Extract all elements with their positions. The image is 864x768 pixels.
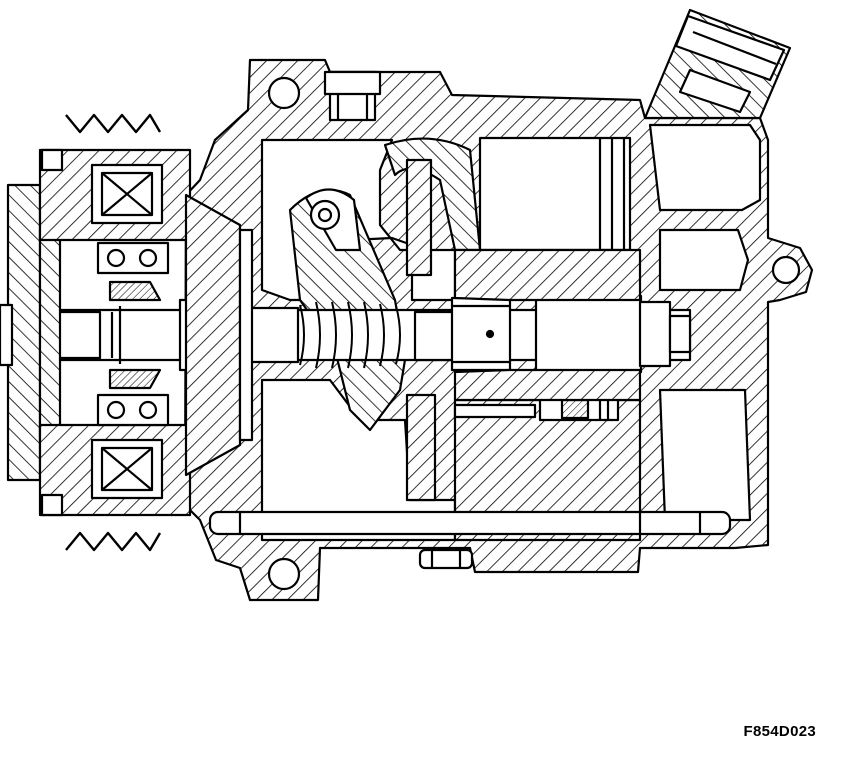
mount-hole-bottom <box>267 557 301 591</box>
front-bearing-upper <box>96 241 170 275</box>
bottom-pin <box>418 548 474 570</box>
connecting-rod-lower <box>405 393 437 502</box>
rear-shaft-end <box>534 294 643 374</box>
mount-hole-top <box>267 76 301 110</box>
shaft-seal <box>108 280 162 390</box>
through-bolt <box>208 510 732 536</box>
upper-piston <box>478 136 632 252</box>
rear-bearing <box>450 296 512 372</box>
front-bearing-lower <box>96 393 170 427</box>
mount-ear-hole <box>771 255 801 285</box>
connecting-rod-upper <box>405 158 433 277</box>
shaft-thread <box>299 301 401 369</box>
rear-cavity <box>648 123 762 212</box>
figure-code: F854D023 <box>743 723 816 740</box>
